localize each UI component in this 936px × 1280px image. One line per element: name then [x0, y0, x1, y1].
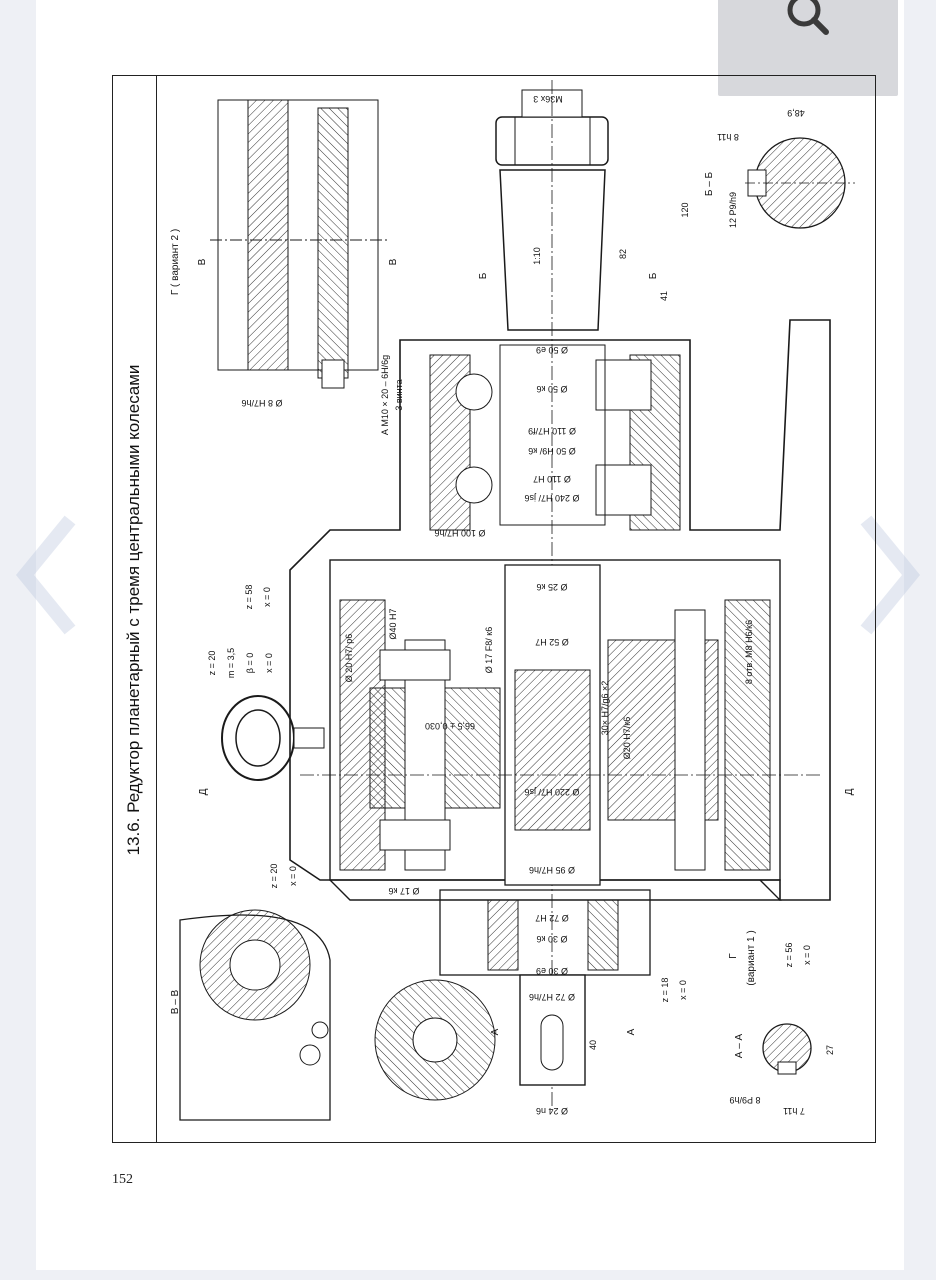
- gear3-x: x = 0: [288, 866, 298, 886]
- dim-d20h7k6: Ø20 Н7/к6: [622, 717, 632, 759]
- dim-d52h7: Ø 52 Н7: [535, 637, 569, 647]
- dim-aa-7h11: 7 h11: [783, 1106, 805, 1116]
- dim-d30k6: Ø 30 к6: [537, 934, 568, 944]
- view-detail-g: Г ( вариант 2 ): [170, 229, 181, 295]
- dim-center: 66,5 ± 0,030: [425, 721, 475, 731]
- dim-aa-8p9h9: 8 Р9/h9: [729, 1095, 760, 1105]
- gear2-beta: β = 0: [245, 653, 255, 673]
- dim-screws-count: 3 винта: [394, 379, 404, 410]
- dim-d17k6: Ø 17 к6: [389, 886, 420, 896]
- dim-d8h7h6: Ø 8 Н7/h6: [241, 398, 282, 408]
- dim-len41: 41: [659, 291, 669, 301]
- gear5-x: x = 0: [802, 945, 812, 965]
- dim-d30e9: Ø 30 е9: [536, 966, 568, 976]
- dim-d24n6: Ø 24 n6: [536, 1106, 568, 1116]
- section-letter-b-top: Б: [478, 272, 489, 279]
- chevron-right-icon[interactable]: [856, 510, 926, 640]
- dim-d95h7h6: Ø 95 Н7/h6: [529, 865, 575, 875]
- gear4-z: z = 18: [660, 978, 670, 1003]
- dim-d40h7: Ø40 Н7: [388, 608, 398, 639]
- gear3-z: z = 20: [269, 864, 279, 889]
- dim-d50e9: Ø 50 е9: [536, 345, 568, 355]
- view-variant1-letter: Г: [728, 953, 739, 959]
- dim-d25k6: Ø 25 к6: [537, 582, 568, 592]
- dim-spline: 30× Н7/g6 ×2: [600, 681, 610, 736]
- lifting-eye: [221, 695, 325, 781]
- section-bb: [745, 137, 855, 229]
- dim-d110h7f9: Ø 110 Н7/f9: [528, 426, 576, 436]
- gear1-x: x = 0: [262, 587, 272, 607]
- gear4-x: x = 0: [678, 980, 688, 1000]
- dim-d100h7h6: Ø 100 Н7/h6: [434, 528, 485, 538]
- gear1-z: z = 58: [244, 585, 254, 610]
- section-letter-v-right: В: [388, 258, 399, 265]
- dim-d50h9k6: Ø 50 Н9/ к6: [528, 446, 575, 456]
- dim-bb-48-9: 48,9: [787, 108, 805, 118]
- section-letter-b-right: Б: [648, 272, 659, 279]
- dim-d17f8k6: Ø 17 F8/ к6: [484, 627, 494, 673]
- planetary-stage: [300, 559, 820, 886]
- dim-bb-12p9h9: 12 Р9/h9: [728, 192, 738, 228]
- gear5-z: z = 56: [784, 943, 794, 968]
- gearbox-drawing: М36х 3 Ø 50 е9 Ø 50 к6 Ø 110 Н7/f9 Ø 50 …: [170, 80, 855, 1121]
- dim-d240h7js6: Ø 240 Н7/ js6: [524, 493, 579, 503]
- page-number: 152: [112, 1172, 133, 1187]
- dim-d220h7js6: Ø 220 Н7/ js6: [524, 787, 579, 797]
- dim-len120: 120: [680, 202, 690, 217]
- dim-len82: 82: [618, 249, 628, 259]
- search-icon: [787, 0, 829, 35]
- dim-taper: 1:10: [532, 247, 542, 265]
- dim-d50k6: Ø 50 к6: [537, 384, 568, 394]
- section-aa: [762, 1023, 812, 1075]
- title-strip-border: [156, 75, 157, 1143]
- dim-d72h7: Ø 72 Н7: [535, 913, 569, 923]
- view-section-vv: В – В: [170, 989, 181, 1014]
- housing-upper: [289, 319, 831, 901]
- dim-d110h7: Ø 110 Н7: [533, 474, 571, 484]
- section-vv: [179, 909, 496, 1121]
- dim-aa-27: 27: [825, 1045, 835, 1055]
- section-letter-a-right: А: [626, 1028, 637, 1035]
- search-button[interactable]: [718, 0, 898, 96]
- gear2-m: m = 3,5: [226, 648, 236, 678]
- section-letter-d-left: Д: [198, 788, 209, 795]
- detail-g-variant2: [210, 99, 390, 389]
- section-letter-v-left: В: [197, 258, 208, 265]
- gear2-x: x = 0: [264, 653, 274, 673]
- housing-lower: [329, 879, 782, 1086]
- section-letter-a-left: А: [490, 1028, 501, 1035]
- dim-bb-8h11: 8 h11: [717, 132, 739, 142]
- dim-thread-top: М36х 3: [533, 94, 563, 104]
- view-variant1: (вариант 1 ): [746, 930, 757, 985]
- view-section-bb: Б – Б: [704, 171, 715, 196]
- dim-d20h7p6: Ø 20 Н7/ р6: [344, 634, 354, 683]
- drawing-title: 13.6. Редуктор планетарный с тремя центр…: [124, 364, 143, 856]
- drawing-frame: [112, 75, 876, 1143]
- dim-bolts: 8 отв. М8 Н6/к6: [744, 620, 754, 684]
- dim-len40: 40: [588, 1040, 598, 1050]
- dim-screws-thread: А М10 × 20 – 6Н/6g: [380, 355, 390, 435]
- gear2-z: z = 20: [207, 651, 217, 676]
- section-letter-d-right: Д: [844, 788, 855, 795]
- view-section-aa: А – А: [734, 1033, 745, 1058]
- chevron-left-icon[interactable]: [10, 510, 80, 640]
- dim-d72h7h6: Ø 72 Н7/h6: [529, 992, 575, 1002]
- input-shaft: [495, 80, 609, 1110]
